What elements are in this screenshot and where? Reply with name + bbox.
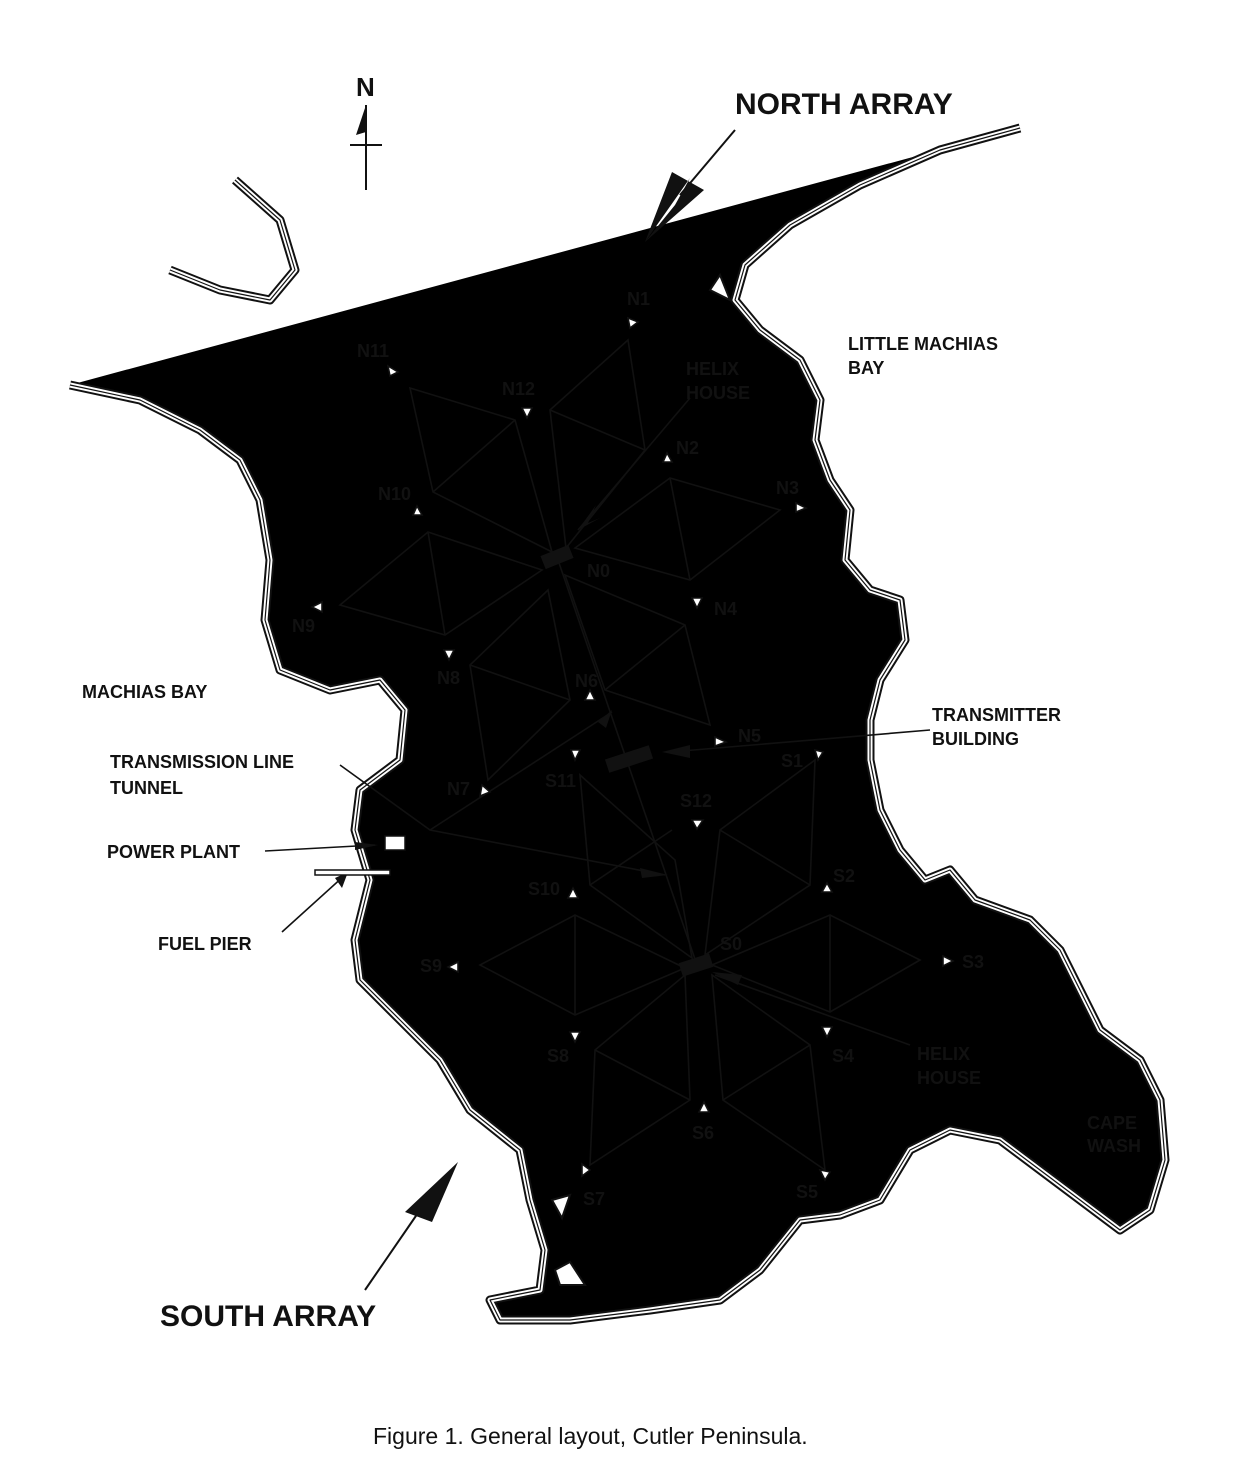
little-machias-bay-label-2: BAY bbox=[848, 358, 884, 378]
tower-label-s6: S6 bbox=[692, 1123, 714, 1143]
tower-label-n1: N1 bbox=[627, 289, 650, 309]
helix-house-north-label-2: HOUSE bbox=[686, 383, 750, 403]
transmission-line-tunnel-label: TRANSMISSION LINE bbox=[110, 752, 294, 772]
tower-label-n9: N9 bbox=[292, 616, 315, 636]
little-machias-bay-label: LITTLE MACHIAS bbox=[848, 334, 998, 354]
tower-label-s2: S2 bbox=[833, 866, 855, 886]
tower-label-s1: S1 bbox=[781, 751, 803, 771]
tower-label-s9: S9 bbox=[420, 956, 442, 976]
tower-label-n8: N8 bbox=[437, 668, 460, 688]
helix-house-north-label: HELIX bbox=[686, 359, 739, 379]
tower-label-n12: N12 bbox=[502, 379, 535, 399]
cape-wash-label-2: WASH bbox=[1087, 1136, 1141, 1156]
helix-house-south-label: HELIX bbox=[917, 1044, 970, 1064]
north-array-pointer-icon bbox=[645, 129, 736, 242]
tower-label-n5: N5 bbox=[738, 726, 761, 746]
tower-label-n0: N0 bbox=[587, 561, 610, 581]
tower-label-s3: S3 bbox=[962, 952, 984, 972]
helix-house-south-building bbox=[678, 953, 714, 977]
tower-markers bbox=[310, 316, 955, 1182]
tower-label-n3: N3 bbox=[776, 478, 799, 498]
north-array-title: NORTH ARRAY bbox=[735, 88, 953, 121]
tower-label-s10: S10 bbox=[528, 879, 560, 899]
cape-wash-label: CAPE bbox=[1087, 1113, 1137, 1133]
coastline bbox=[69, 123, 1170, 1325]
tower-label-s5: S5 bbox=[796, 1182, 818, 1202]
fuel-pier-label: FUEL PIER bbox=[158, 934, 252, 954]
south-array-pointer-icon bbox=[364, 1162, 458, 1291]
helix-house-north-building bbox=[540, 544, 574, 570]
figure-caption: Figure 1. General layout, Cutler Peninsu… bbox=[373, 1423, 808, 1449]
transmission-lines bbox=[264, 397, 931, 1046]
tower-label-n11: N11 bbox=[357, 341, 389, 361]
tower-label-n10: N10 bbox=[378, 484, 411, 504]
tower-label-s12: S12 bbox=[680, 791, 712, 811]
tower-label-n7: N7 bbox=[447, 779, 470, 799]
fuel-pier-icon bbox=[314, 869, 391, 876]
north-label: N bbox=[356, 72, 375, 102]
tower-label-s4: S4 bbox=[832, 1046, 854, 1066]
tower-label-n6: N6 bbox=[575, 671, 598, 691]
transmitter-building-icon bbox=[604, 745, 654, 773]
tower-label-n2: N2 bbox=[676, 438, 699, 458]
tower-label-s11: S11 bbox=[545, 771, 576, 791]
tower-label-s7: S7 bbox=[583, 1189, 605, 1209]
power-plant-label: POWER PLANT bbox=[107, 842, 240, 862]
transmission-line-tunnel-label-2: TUNNEL bbox=[110, 778, 183, 798]
tower-label-n4: N4 bbox=[714, 599, 737, 619]
tower-label-s0: S0 bbox=[720, 934, 742, 954]
power-plant-icon bbox=[384, 835, 406, 851]
transmitter-building-label-2: BUILDING bbox=[932, 729, 1019, 749]
south-array-title: SOUTH ARRAY bbox=[160, 1300, 376, 1333]
transmitter-building-label: TRANSMITTER bbox=[932, 705, 1061, 725]
machias-bay-label: MACHIAS BAY bbox=[82, 682, 207, 702]
tower-label-s8: S8 bbox=[547, 1046, 569, 1066]
north-arrow-icon: N bbox=[350, 72, 382, 190]
helix-house-south-label-2: HOUSE bbox=[917, 1068, 981, 1088]
